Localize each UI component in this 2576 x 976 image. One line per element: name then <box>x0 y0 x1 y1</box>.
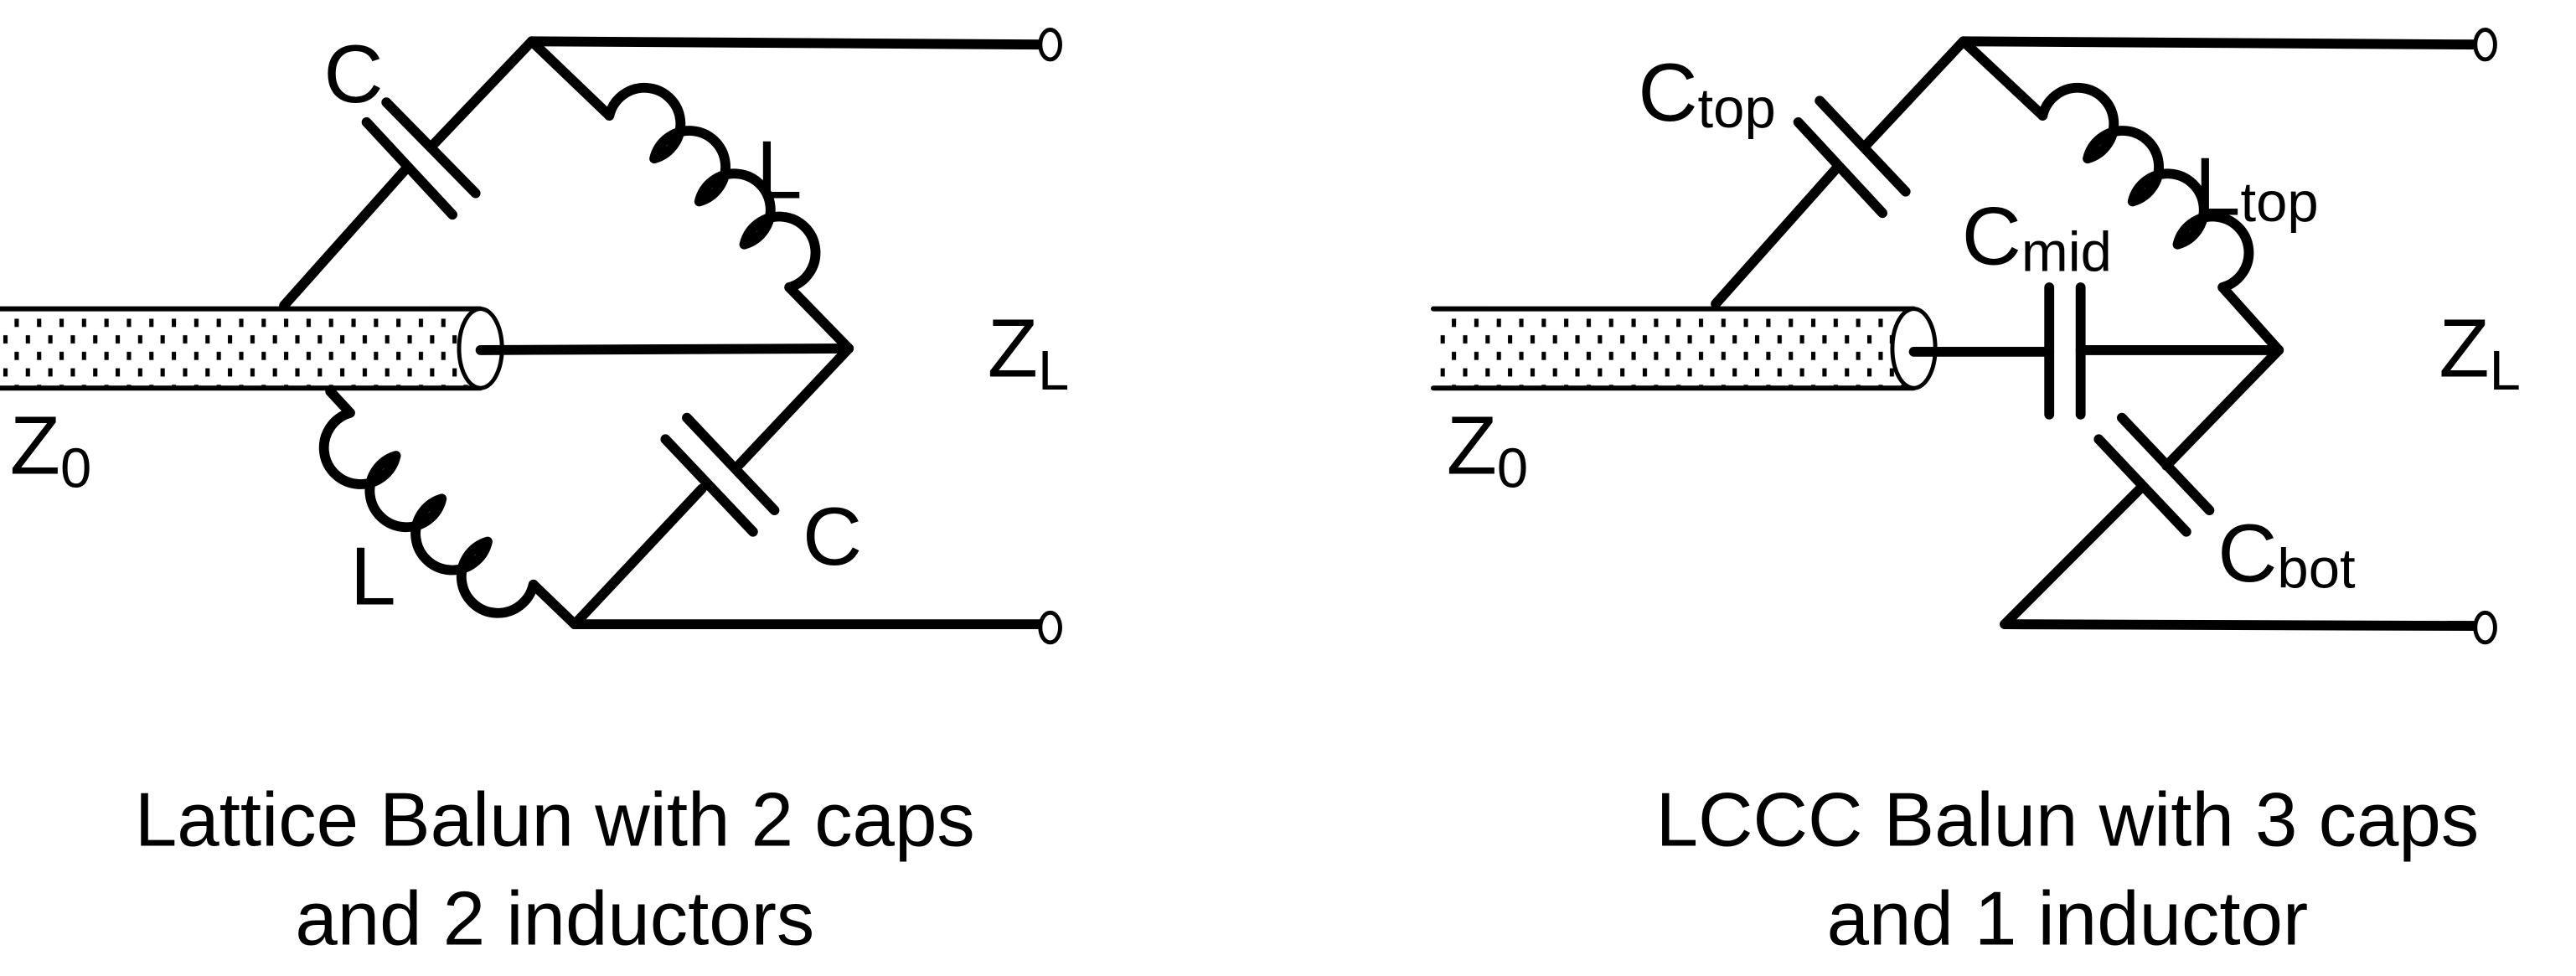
lattice-balun: C L C L Z0 ZL Lattice Balun with 2 caps … <box>0 28 1069 962</box>
cap-c-top-plate <box>381 97 481 199</box>
wire <box>526 36 615 121</box>
coax-cable <box>0 306 504 391</box>
label-z0: Z0 <box>1447 400 1528 500</box>
wire <box>528 579 580 630</box>
wire <box>279 162 413 311</box>
label-z0: Z0 <box>10 400 91 500</box>
caption-line-1: Lattice Balun with 2 caps <box>135 777 975 862</box>
inductor-l-top <box>2037 82 2254 292</box>
caption-line-1: LCCC Balun with 3 caps <box>1656 777 2480 862</box>
wire <box>784 282 854 354</box>
top-wire <box>427 36 1045 151</box>
terminal-top <box>1038 28 1062 62</box>
label-l-top: Ltop <box>2195 140 2319 234</box>
label-l-bot: L <box>350 529 396 622</box>
terminal-bottom <box>2473 610 2497 645</box>
cap-c-bot-plate <box>682 412 780 516</box>
label-c-top: C <box>323 28 383 120</box>
wire <box>2161 344 2284 471</box>
caption-line-2: and 1 inductor <box>1827 877 2309 962</box>
wire <box>2217 282 2284 355</box>
inductor-l-top <box>604 82 821 292</box>
label-c-top: Ctop <box>1638 46 1775 140</box>
top-wire <box>1861 36 2482 151</box>
wire <box>1711 162 1843 309</box>
cap-c-bot-plate <box>660 434 758 537</box>
caption-line-2: and 2 inductors <box>295 877 814 962</box>
wire <box>735 343 854 469</box>
terminal-bottom <box>1038 610 1062 645</box>
center-conductor <box>475 343 854 355</box>
label-zl: ZL <box>2439 302 2520 402</box>
bottom-wire <box>2000 483 2482 632</box>
label-c-bot: C <box>803 490 862 582</box>
inductor-l-bottom <box>318 407 539 618</box>
wire <box>1958 36 2048 121</box>
cap-c-top-plate <box>1815 96 1911 197</box>
cap-c-bot-plate <box>2117 412 2215 516</box>
label-c-bot: Cbot <box>2217 507 2356 601</box>
label-c-mid: Cmid <box>1962 189 2112 283</box>
label-l-top: L <box>756 124 803 216</box>
lccc-balun: Ctop Ltop Cmid Cbot Z0 ZL LCCC Balun wit… <box>1431 28 2521 962</box>
label-zl: ZL <box>988 302 1069 402</box>
coax-cable <box>1431 306 1938 391</box>
terminal-top <box>2473 28 2497 62</box>
